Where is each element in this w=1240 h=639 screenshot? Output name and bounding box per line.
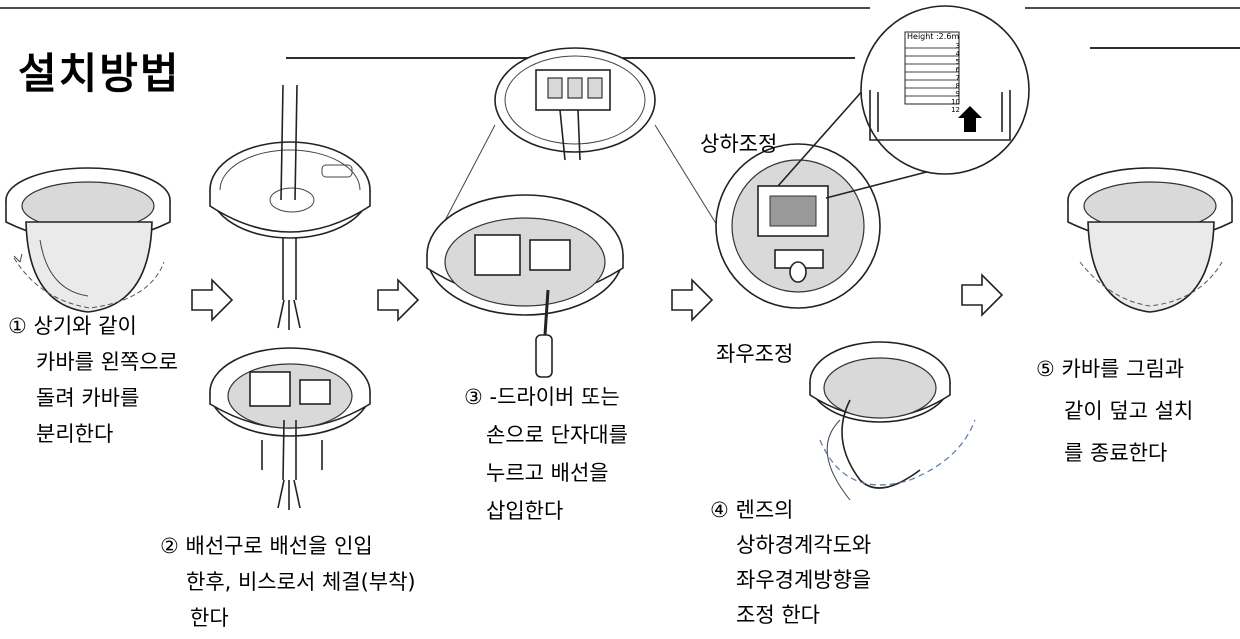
vertical-adjust-illustration xyxy=(715,5,1030,309)
zoom-height-label: Height :2.6m xyxy=(907,32,960,41)
step-5-line: 같이 덮고 설치 xyxy=(1064,399,1194,423)
arrow-right-icon xyxy=(191,278,234,322)
zoom-scale-number: 9 xyxy=(955,90,960,98)
flow-arrows xyxy=(191,273,1004,322)
camera-cover-removal-illustration xyxy=(5,167,171,313)
step-1-text: ① 상기와 같이 카바를 왼쪽으로 돌려 카바를 분리한다 xyxy=(8,308,178,452)
step-4-line: 조정 한다 xyxy=(736,603,820,627)
step-3-line: 손으로 단자대를 xyxy=(486,423,628,447)
step-3-text: ③ -드라이버 또는 손으로 단자대를 누르고 배선을 삽입한다 xyxy=(464,378,628,530)
base-mounting-illustration xyxy=(209,347,371,510)
step-1-line: ① 상기와 같이 xyxy=(8,314,137,338)
step-4-line: 좌우경계방향을 xyxy=(736,568,872,592)
arrow-right-icon xyxy=(671,278,714,322)
step-5-line: 를 종료한다 xyxy=(1064,441,1168,465)
step-5-text: ⑤ 카바를 그림과 같이 덮고 설치 를 종료한다 xyxy=(1036,348,1193,474)
step-2-line: ② 배선구로 배선을 인입 xyxy=(160,534,373,558)
camera-cover-attach-illustration xyxy=(1067,167,1233,313)
zoom-scale-number: 6 xyxy=(955,66,960,74)
step-3-line: 누르고 배선을 xyxy=(486,461,609,485)
zoom-scale-number: 5 xyxy=(955,58,960,66)
step-4-line: ④ 렌즈의 xyxy=(710,498,794,522)
zoom-scale: 3 4 5 6 7 8 9 10 12 xyxy=(948,42,960,114)
zoom-scale-number: 12 xyxy=(951,106,960,114)
step-1-line: 카바를 왼쪽으로 xyxy=(36,350,178,374)
step-4-text: ④ 렌즈의 상하경계각도와 좌우경계방향을 조정 한다 xyxy=(710,493,871,633)
step-2-line: 한다 xyxy=(190,606,229,630)
step-3-line: ③ -드라이버 또는 xyxy=(464,385,620,409)
step-4-line: 상하경계각도와 xyxy=(736,533,872,557)
terminal-wiring-illustration xyxy=(426,47,721,378)
arrow-right-icon xyxy=(961,273,1004,317)
step-5-line: ⑤ 카바를 그림과 xyxy=(1036,357,1185,381)
zoom-scale-number: 3 xyxy=(955,42,960,50)
vertical-adjust-label: 상하조정 xyxy=(700,132,778,156)
step-2-text: ② 배선구로 배선을 인입 한후, 비스로서 체결(부착) 한다 xyxy=(160,528,416,636)
step-1-line: 분리한다 xyxy=(36,422,114,446)
step-2-line: 한후, 비스로서 체결(부착) xyxy=(186,570,416,594)
page-title: 설치방법 xyxy=(18,49,181,98)
horizontal-adjust-illustration xyxy=(809,341,976,501)
zoom-scale-number: 8 xyxy=(955,82,960,90)
zoom-scale-number: 4 xyxy=(955,50,960,58)
step-3-line: 삽입한다 xyxy=(486,499,564,523)
arrow-right-icon xyxy=(377,278,420,322)
zoom-scale-number: 7 xyxy=(955,74,960,82)
base-plate-illustration xyxy=(209,84,371,330)
zoom-scale-number: 10 xyxy=(951,98,960,106)
horizontal-adjust-label: 좌우조정 xyxy=(716,342,794,366)
step-1-line: 돌려 카바를 xyxy=(36,386,140,410)
